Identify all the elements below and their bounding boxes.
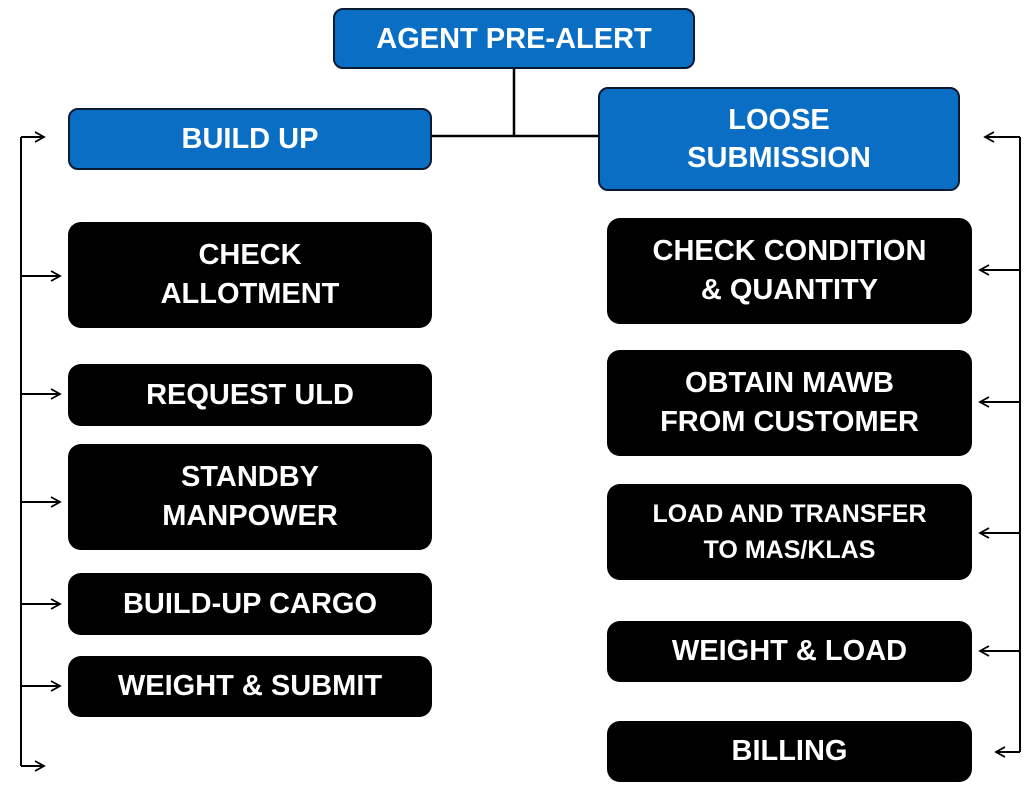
build-up-header: BUILD UP — [68, 108, 432, 170]
left-step-standby-manpower: STANDBY MANPOWER — [68, 444, 432, 550]
left-step-build-up-cargo: BUILD-UP CARGO — [68, 573, 432, 635]
left-step-weight-submit: WEIGHT & SUBMIT — [68, 656, 432, 717]
loose-submission-header: LOOSE SUBMISSION — [598, 87, 960, 191]
right-step-load-transfer: LOAD AND TRANSFER TO MAS/KLAS — [607, 484, 972, 580]
right-step-obtain-mawb: OBTAIN MAWB FROM CUSTOMER — [607, 350, 972, 456]
right-step-billing: BILLING — [607, 721, 972, 782]
agent-pre-alert-node: AGENT PRE-ALERT — [333, 8, 695, 69]
left-step-check-allotment: CHECK ALLOTMENT — [68, 222, 432, 328]
right-step-check-condition: CHECK CONDITION & QUANTITY — [607, 218, 972, 324]
left-step-request-uld: REQUEST ULD — [68, 364, 432, 426]
right-step-weight-load: WEIGHT & LOAD — [607, 621, 972, 682]
